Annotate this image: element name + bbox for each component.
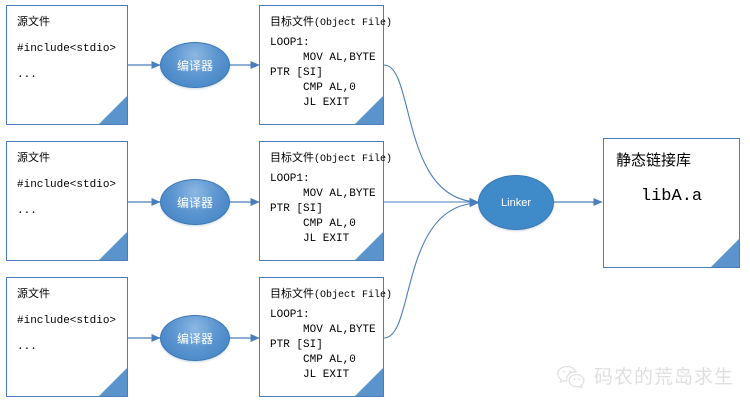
static-library-box[interactable]: 静态链接库 libA.a [603, 138, 740, 268]
source-file-1-line1: #include<stdio> [17, 43, 117, 55]
connector-object3-linker [383, 199, 479, 339]
source-file-3[interactable]: 源文件 #include<stdio>... [6, 277, 128, 397]
linker-node-label: Linker [501, 196, 531, 209]
page-fold-icon [355, 96, 383, 124]
source-file-2-line1: #include<stdio> [17, 179, 117, 191]
source-file-2-title: 源文件 [17, 151, 50, 164]
source-file-1[interactable]: 源文件 #include<stdio>... [6, 5, 128, 125]
object-file-1[interactable]: 目标文件(Object File) LOOP1: MOV AL,BYTE PTR… [259, 5, 392, 125]
source-file-2[interactable]: 源文件 #include<stdio>... [6, 141, 128, 261]
source-file-3-line2: ... [17, 341, 37, 353]
compiler-node-1[interactable]: 编译器 [160, 42, 230, 88]
source-file-1-title: 源文件 [17, 15, 50, 28]
compiler-node-1-label: 编译器 [176, 58, 213, 73]
source-file-1-body: #include<stdio>... [17, 36, 116, 88]
page-fold-icon [99, 96, 127, 124]
watermark: 码农的荒岛求生 [556, 362, 734, 389]
object-file-3-title: 目标文件(Object File) [270, 287, 393, 301]
object-file-1-code: LOOP1: MOV AL,BYTE PTR [SI] CMP AL,0 JL … [270, 37, 376, 109]
compiler-node-2-label: 编译器 [176, 195, 213, 210]
connector-object1-linker [383, 64, 479, 206]
page-fold-icon [355, 232, 383, 260]
object-file-3-code: LOOP1: MOV AL,BYTE PTR [SI] CMP AL,0 JL … [270, 309, 376, 381]
linker-node[interactable]: Linker [478, 175, 554, 230]
source-file-1-line2: ... [17, 69, 37, 81]
page-fold-icon [355, 368, 383, 396]
source-file-3-line1: #include<stdio> [17, 315, 117, 327]
object-file-2-title: 目标文件(Object File) [270, 151, 393, 165]
object-file-2[interactable]: 目标文件(Object File) LOOP1: MOV AL,BYTE PTR… [259, 141, 392, 261]
page-fold-icon [99, 232, 127, 260]
source-file-3-body: #include<stdio>... [17, 308, 116, 360]
compiler-node-3-label: 编译器 [176, 331, 213, 346]
compiler-node-2[interactable]: 编译器 [160, 179, 230, 225]
source-file-2-body: #include<stdio>... [17, 172, 116, 224]
compiler-node-3[interactable]: 编译器 [160, 315, 230, 361]
source-file-3-title: 源文件 [17, 287, 50, 300]
source-file-2-line2: ... [17, 205, 37, 217]
page-fold-icon [711, 239, 739, 267]
static-library-name: libA.a [640, 187, 703, 206]
page-fold-icon [99, 368, 127, 396]
object-file-2-code: LOOP1: MOV AL,BYTE PTR [SI] CMP AL,0 JL … [270, 173, 376, 245]
static-library-title: 静态链接库 [616, 151, 692, 169]
object-file-3[interactable]: 目标文件(Object File) LOOP1: MOV AL,BYTE PTR… [259, 277, 392, 397]
wechat-logo-icon [556, 363, 586, 389]
object-file-1-title: 目标文件(Object File) [270, 15, 393, 29]
watermark-text: 码农的荒岛求生 [594, 366, 735, 388]
